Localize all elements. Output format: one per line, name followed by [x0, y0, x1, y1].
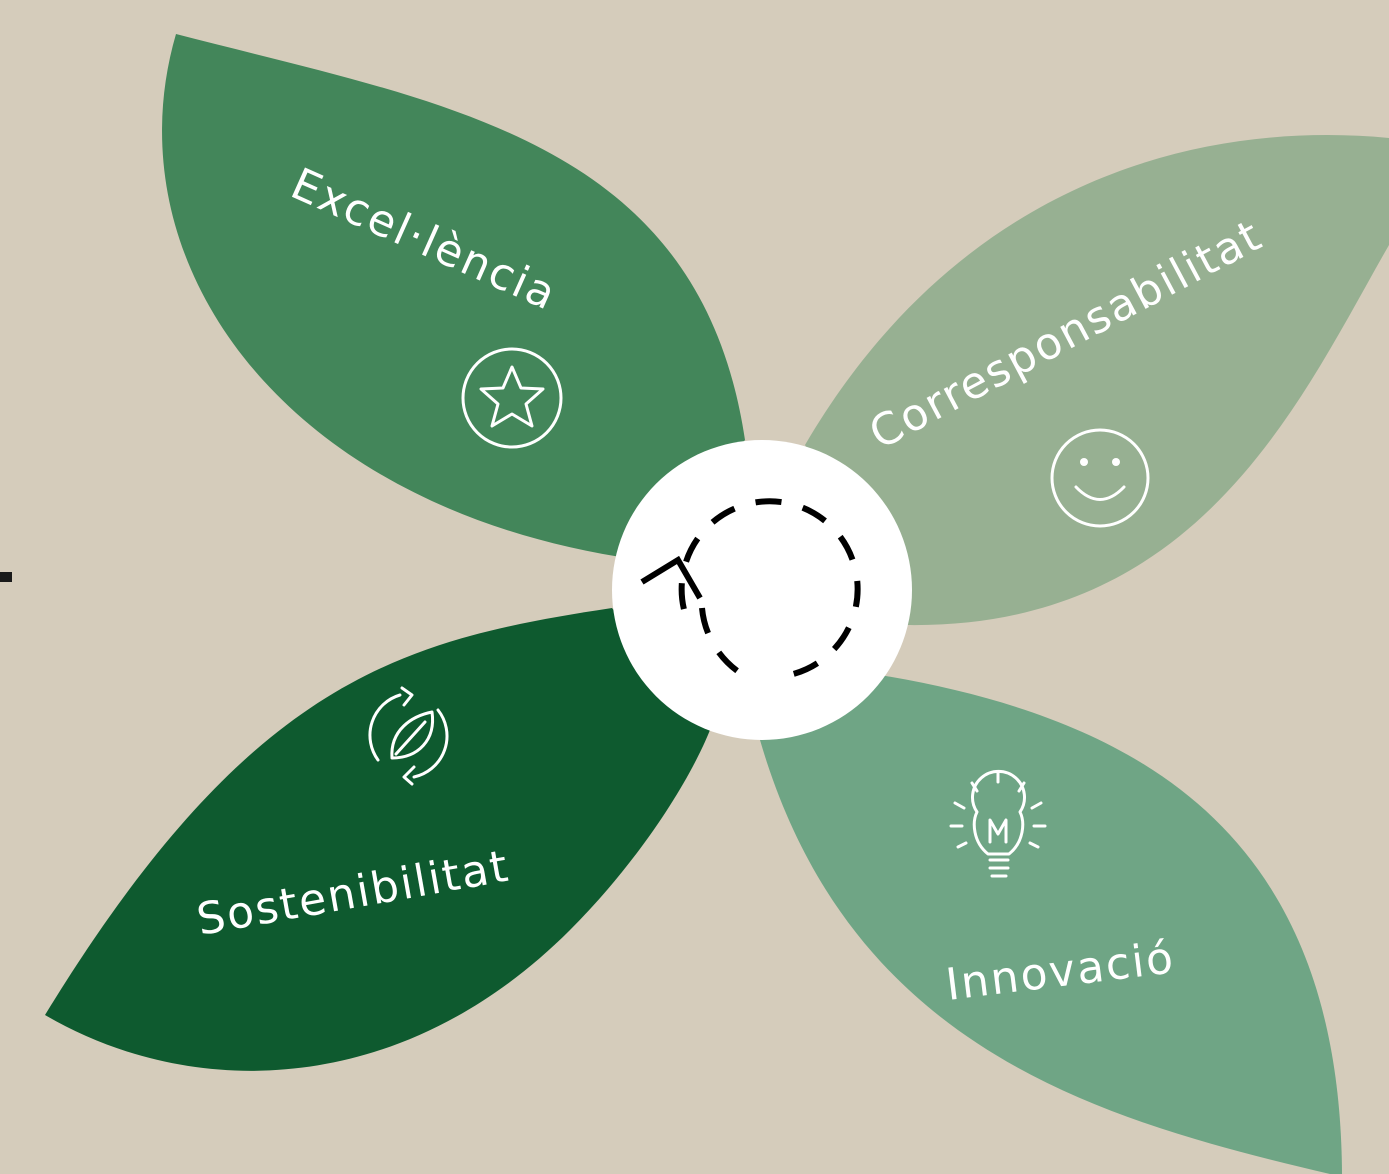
petal-coresponsibility	[805, 135, 1389, 626]
petal-sustainability	[45, 608, 710, 1071]
lightbulb-icon	[949, 769, 1047, 878]
star-icon	[461, 347, 563, 449]
petal-excellence	[162, 34, 746, 560]
smiley-icon	[1050, 428, 1150, 528]
center-circle	[612, 440, 912, 740]
edge-mark	[0, 572, 12, 582]
dashed-cycle-arrow-icon	[640, 498, 861, 681]
recycle-leaf-icon	[368, 686, 449, 786]
petal-innovation	[760, 675, 1342, 1174]
